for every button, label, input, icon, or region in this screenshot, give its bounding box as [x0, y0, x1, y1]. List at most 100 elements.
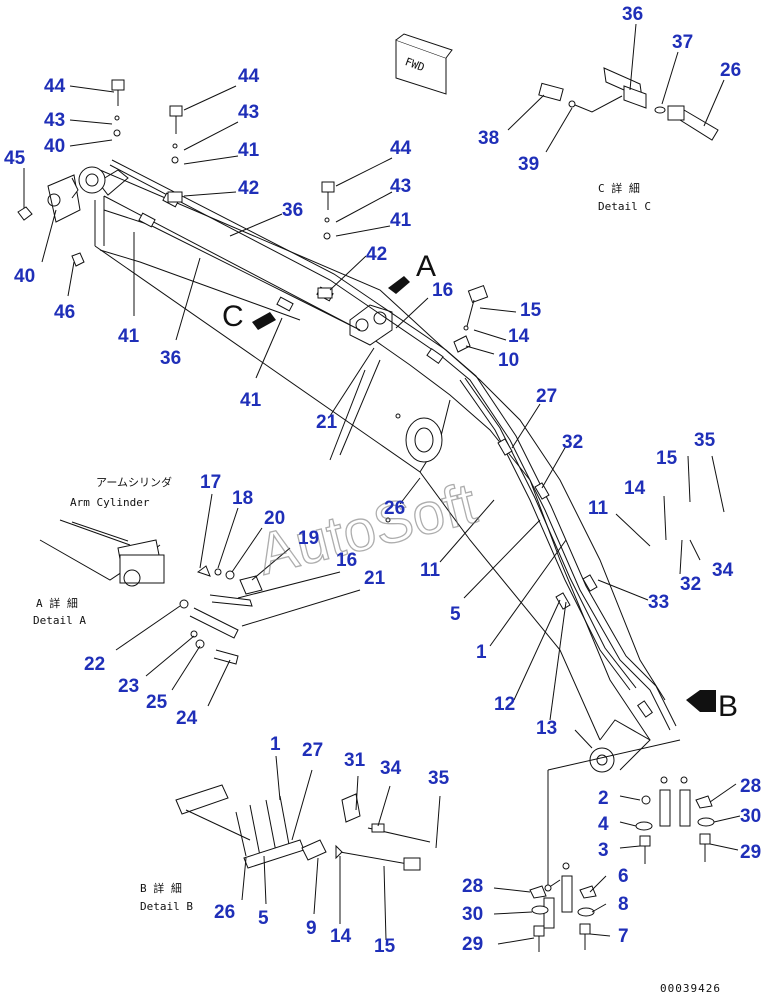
detail-b-jp: B 詳 細 [140, 881, 182, 895]
callout-41: 41 [118, 326, 140, 347]
callout-26: 26 [214, 902, 235, 923]
callout-35: 35 [694, 430, 716, 451]
callout-19: 19 [298, 528, 319, 549]
callout-30: 30 [740, 806, 761, 827]
callout-46: 46 [54, 302, 75, 323]
callout-15: 15 [656, 448, 678, 469]
callout-1: 1 [476, 642, 487, 663]
callout-31: 31 [344, 750, 366, 771]
callout-41: 41 [240, 390, 262, 411]
callout-5: 5 [450, 604, 461, 625]
callout-40: 40 [14, 266, 35, 287]
callout-44: 44 [44, 76, 66, 97]
callout-8: 8 [618, 894, 629, 915]
drawing-code: 00039426 [660, 982, 721, 995]
bolt-details [529, 739, 715, 952]
view-letter-b: B [718, 690, 738, 723]
callout-40: 40 [44, 136, 65, 157]
callout-26: 26 [384, 498, 405, 519]
detail-a-jp: A 詳 細 [36, 596, 78, 610]
callout-12: 12 [494, 694, 515, 715]
arrow-c-icon [252, 312, 276, 330]
callout-14: 14 [508, 326, 530, 347]
callout-20: 20 [264, 508, 285, 529]
callout-14: 14 [624, 478, 646, 499]
callout-13: 13 [536, 718, 557, 739]
callout-32: 32 [680, 574, 701, 595]
detail-b-drawing [175, 784, 431, 871]
callout-14: 14 [330, 926, 352, 947]
callout-2: 2 [598, 788, 609, 809]
callout-10: 10 [498, 350, 519, 371]
callout-9: 9 [306, 918, 317, 939]
arm-cylinder-en: Arm Cylinder [70, 496, 150, 509]
callout-42: 42 [366, 244, 387, 265]
callout-26: 26 [720, 60, 741, 81]
callout-21: 21 [364, 568, 386, 589]
callout-44: 44 [390, 138, 412, 159]
detail-c-en: Detail C [598, 200, 651, 213]
callout-29: 29 [740, 842, 761, 863]
callout-34: 34 [380, 758, 402, 779]
callout-1: 1 [270, 734, 281, 755]
callout-44: 44 [238, 66, 260, 87]
callout-39: 39 [518, 154, 539, 175]
arrow-a-icon [388, 276, 410, 294]
callout-18: 18 [232, 488, 253, 509]
callout-17: 17 [200, 472, 221, 493]
callout-11: 11 [420, 560, 441, 581]
callout-38: 38 [478, 128, 499, 149]
callout-21: 21 [316, 412, 338, 433]
view-letter-a: A [416, 250, 436, 283]
detail-a-drawing [39, 519, 263, 665]
callout-41: 41 [238, 140, 260, 161]
callout-30: 30 [462, 904, 483, 925]
callout-34: 34 [712, 560, 734, 581]
detail-a-en: Detail A [33, 614, 86, 627]
detail-b-en: Detail B [140, 900, 193, 913]
callout-42: 42 [238, 178, 259, 199]
callout-5: 5 [258, 908, 269, 929]
callout-37: 37 [672, 32, 693, 53]
callout-23: 23 [118, 676, 139, 697]
callout-35: 35 [428, 768, 450, 789]
callout-7: 7 [618, 926, 629, 947]
callout-3: 3 [598, 840, 609, 861]
callout-4: 4 [598, 814, 609, 835]
callout-numbers: 36 37 26 38 39 44 43 40 45 40 46 41 36 4… [4, 4, 761, 957]
callout-36: 36 [622, 4, 643, 25]
view-letter-c: C [222, 300, 244, 333]
callout-28: 28 [740, 776, 761, 797]
arrow-b-icon [686, 690, 716, 712]
callout-6: 6 [618, 866, 629, 887]
callout-29: 29 [462, 934, 483, 955]
callout-16: 16 [432, 280, 453, 301]
callout-36: 36 [282, 200, 303, 221]
detail-c-jp: C 詳 細 [598, 181, 640, 195]
callout-36: 36 [160, 348, 181, 369]
callout-27: 27 [536, 386, 557, 407]
fwd-label: FWD [403, 55, 426, 74]
arm-cylinder-jp: アームシリンダ [96, 475, 172, 489]
callout-27: 27 [302, 740, 323, 761]
callout-43: 43 [44, 110, 65, 131]
callout-22: 22 [84, 654, 105, 675]
leader-lines [23, 23, 741, 945]
callout-33: 33 [648, 592, 669, 613]
callout-32: 32 [562, 432, 583, 453]
callout-43: 43 [238, 102, 259, 123]
callout-28: 28 [462, 876, 483, 897]
callout-45: 45 [4, 148, 26, 169]
fwd-arrow: FWD [395, 33, 453, 95]
callout-24: 24 [176, 708, 198, 729]
callout-25: 25 [146, 692, 168, 713]
boom-drawing [17, 79, 677, 773]
callout-41: 41 [390, 210, 412, 231]
callout-11: 11 [588, 498, 609, 519]
detail-c-drawing [538, 67, 719, 141]
callout-15: 15 [520, 300, 542, 321]
callout-15: 15 [374, 936, 396, 957]
callout-43: 43 [390, 176, 411, 197]
